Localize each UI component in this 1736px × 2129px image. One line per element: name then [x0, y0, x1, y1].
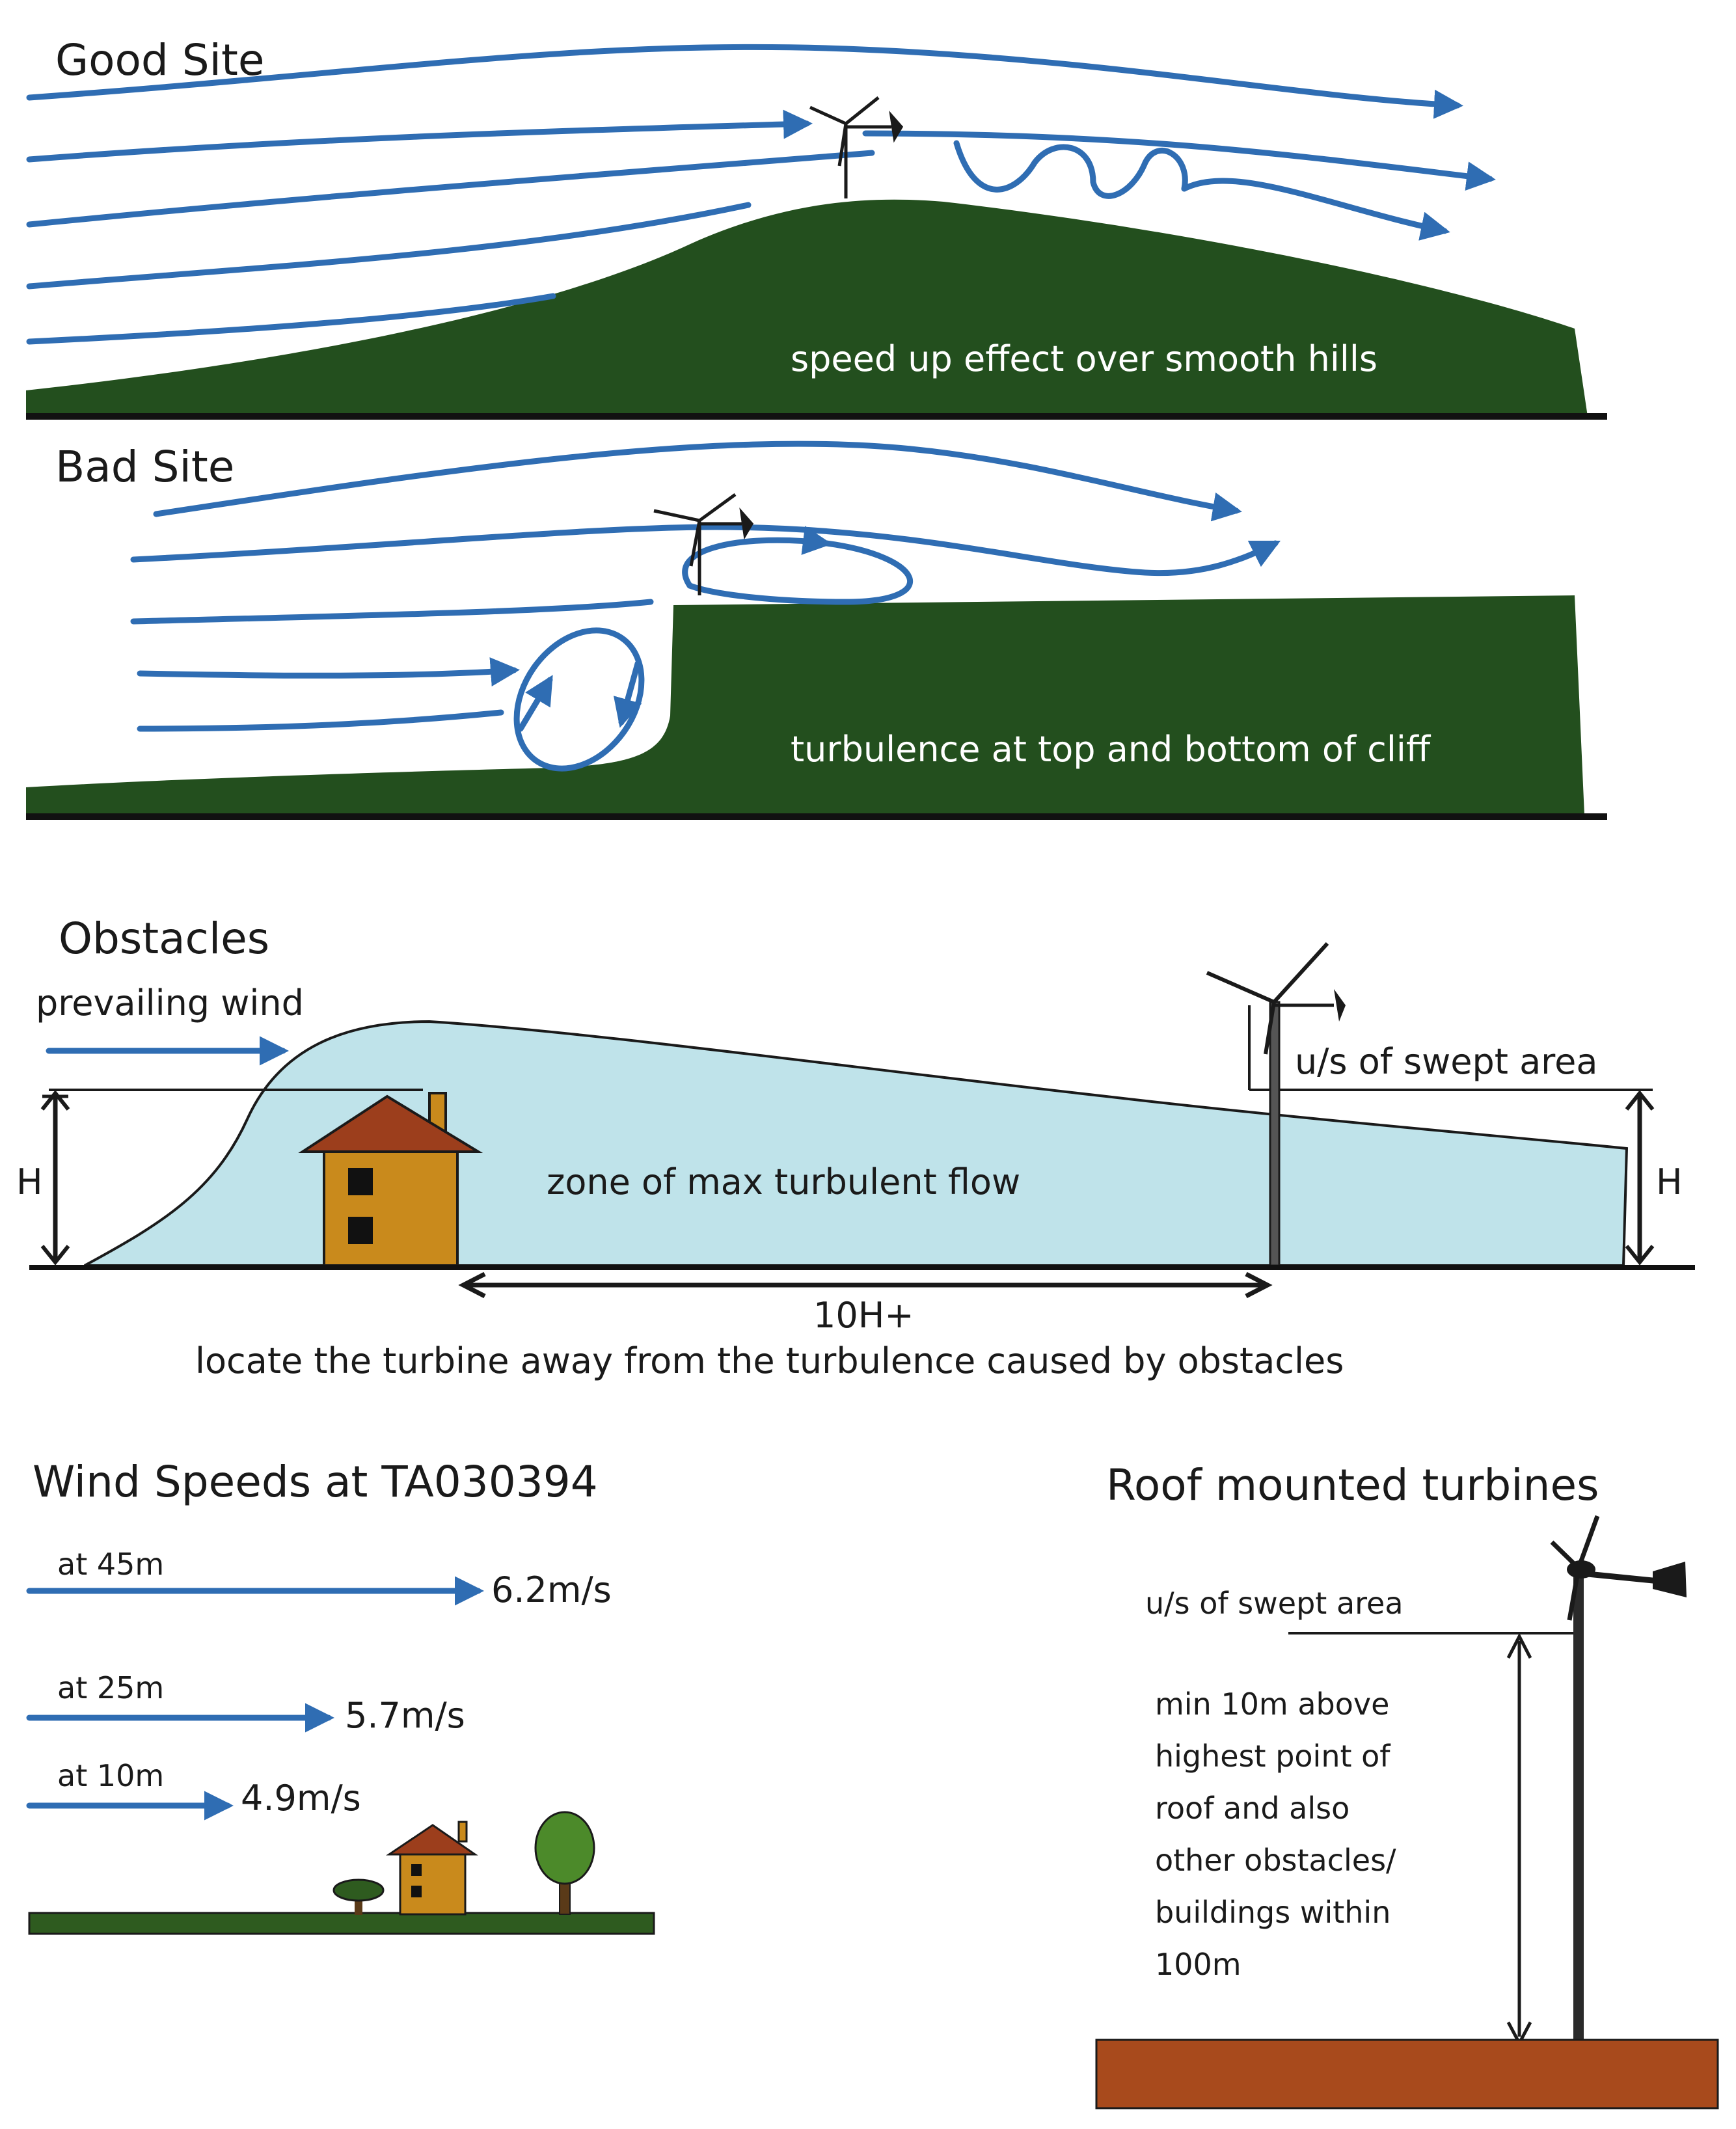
- bush-icon: [332, 1878, 385, 1915]
- roof-note-line-4: other obstacles/: [1155, 1843, 1396, 1878]
- turbulent-zone: [84, 1020, 1629, 1267]
- wind-speed-value-25: 5.7m/s: [345, 1695, 465, 1736]
- roof-title: Roof mounted turbines: [1106, 1460, 1599, 1510]
- height-label-left: H: [16, 1161, 43, 1202]
- bad-site-caption: turbulence at top and bottom of cliff: [791, 729, 1431, 770]
- good-site-streamline-3: [862, 130, 1496, 191]
- obstacles-advice: locate the turbine away from the turbule…: [195, 1340, 1344, 1381]
- wind-speed-value-45: 6.2m/s: [491, 1569, 612, 1610]
- obstacles-swept-area-label: u/s of swept area: [1295, 1041, 1598, 1082]
- good-site-streamline-7: [26, 293, 556, 345]
- roof-note-line-6: 100m: [1155, 1947, 1241, 1982]
- good-site-hill: [26, 199, 1588, 416]
- bad-site-streamlines: [130, 441, 1281, 772]
- wind-speed-value-10: 4.9m/s: [241, 1778, 361, 1819]
- height-dimension-left-arrow-top: [40, 1090, 70, 1111]
- bad-site-recirculation-bottom-arrow: [613, 660, 642, 728]
- wind-speed-height-25: at 25m: [57, 1670, 164, 1705]
- wind-speeds-ground: [28, 1912, 655, 1935]
- bad-site-streamline-3: [130, 599, 654, 625]
- bad-site-recirculation-bottom: [513, 627, 645, 772]
- turbulent-zone-label: zone of max turbulent flow: [547, 1161, 1020, 1202]
- height-dimension-right-arrow-bottom: [1625, 1245, 1655, 1266]
- good-site-turbine-icon: [809, 96, 904, 198]
- distance-arrow-right: [1245, 1271, 1273, 1299]
- wind-speeds-panel: Wind Speeds at TA030394 at 45m 6.2m/s at…: [26, 1457, 655, 1935]
- roof-turbine-icon: [1550, 1515, 1687, 2040]
- height-label-right: H: [1656, 1161, 1683, 1202]
- roof-band: [1095, 2039, 1719, 2109]
- good-site-turbulent-wake: [953, 140, 1188, 199]
- good-site-caption: speed up effect over smooth hills: [791, 338, 1377, 379]
- good-site-streamline-1: [26, 44, 1463, 119]
- prevailing-wind-label: prevailing wind: [36, 983, 304, 1024]
- bad-site-streamline-4: [137, 657, 520, 687]
- good-site-streamline-2: [26, 109, 813, 163]
- bad-site-cliff: [26, 595, 1584, 815]
- roof-swept-area-label: u/s of swept area: [1145, 1586, 1404, 1621]
- roof-clearance-arrow-top: [1506, 1633, 1532, 1659]
- obstacles-title: Obstacles: [59, 914, 269, 964]
- bad-site-panel: Bad Site turbulence at top and bottom of…: [26, 441, 1607, 820]
- good-site-streamlines: [26, 44, 1496, 345]
- roof-note-line-3: roof and also: [1155, 1791, 1349, 1826]
- good-site-panel: Good Site speed up effect over smooth hi…: [26, 35, 1607, 420]
- bad-site-streamline-5: [137, 709, 504, 732]
- height-dimension-left-arrow-bottom: [40, 1245, 70, 1266]
- obstacle-house-icon: [298, 1092, 483, 1267]
- bad-site-recirculation-bottom-arrow-2: [517, 675, 553, 732]
- bad-site-streamline-1: [153, 441, 1242, 522]
- good-site-streamline-6: [26, 202, 752, 290]
- bad-site-recirculation-top-b: [686, 540, 914, 605]
- small-house-icon: [386, 1821, 478, 1916]
- good-site-streamline-5: [1181, 178, 1450, 241]
- obstacles-panel: Obstacles prevailing wind zone of max tu…: [16, 914, 1695, 1381]
- good-site-title: Good Site: [55, 35, 265, 85]
- good-site-streamline-4: [26, 150, 875, 228]
- distance-arrow-left: [458, 1271, 486, 1299]
- roof-note-line-1: min 10m above: [1155, 1687, 1389, 1722]
- tree-icon: [534, 1811, 595, 1915]
- wind-speeds-title: Wind Speeds at TA030394: [33, 1457, 598, 1507]
- roof-mounted-panel: Roof mounted turbines u/s of swept area …: [1095, 1460, 1719, 2109]
- wind-speed-height-10: at 10m: [57, 1758, 164, 1793]
- distance-label: 10H+: [813, 1295, 914, 1336]
- bad-site-turbine-icon: [653, 493, 754, 595]
- roof-note-line-5: buildings within: [1155, 1895, 1390, 1930]
- bad-site-title: Bad Site: [55, 442, 234, 492]
- wind-speed-height-45: at 45m: [57, 1547, 164, 1582]
- bad-site-recirculation-top-a: [682, 526, 832, 589]
- roof-note-line-2: highest point of: [1155, 1739, 1391, 1774]
- height-dimension-right-arrow-top: [1625, 1090, 1655, 1111]
